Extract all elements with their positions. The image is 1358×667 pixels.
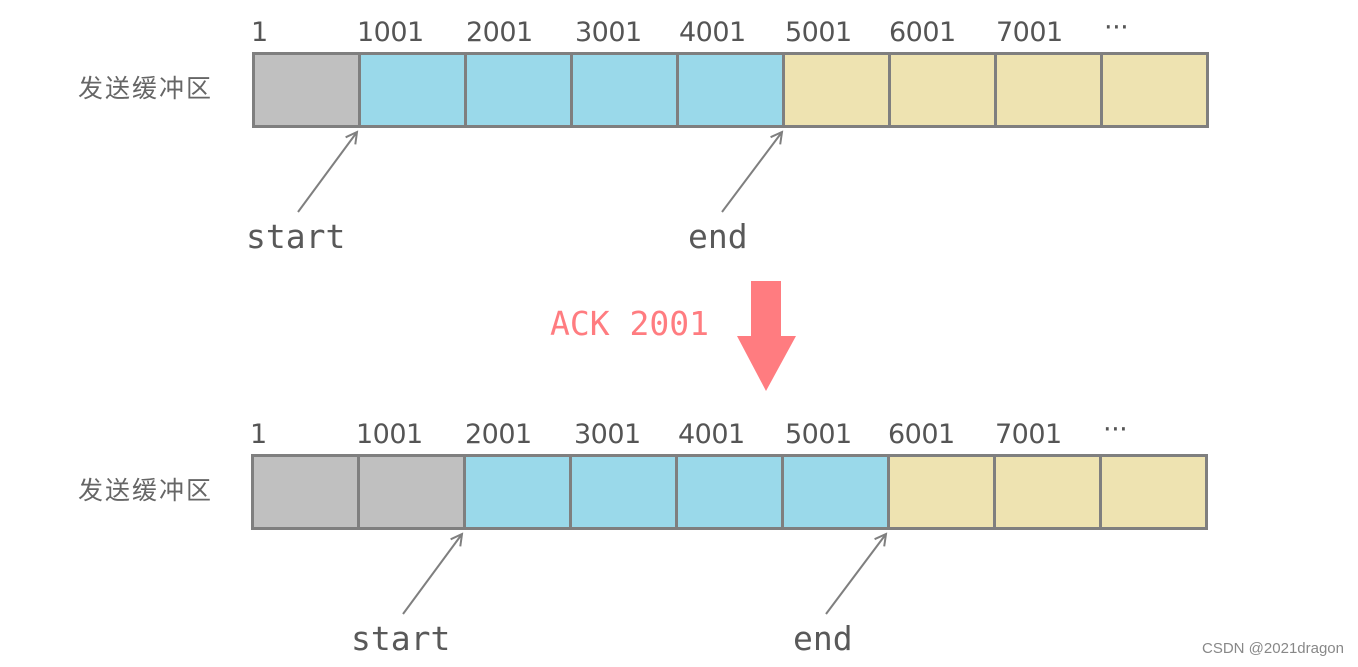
segment-label: 7001 <box>996 17 1063 48</box>
segment-label: 3001 <box>574 419 641 450</box>
segment-label: 1001 <box>356 419 423 450</box>
end-pointer-label: end <box>793 619 853 658</box>
segment-label: 1001 <box>357 17 424 48</box>
buffer-cell-window <box>467 55 573 125</box>
buffer-cell-sent <box>360 457 466 527</box>
buffer-cell-pending <box>890 457 996 527</box>
segment-label: 5001 <box>785 419 852 450</box>
buffer-cell-sent <box>255 55 361 125</box>
segment-label: 2001 <box>465 419 532 450</box>
segment-label: 5001 <box>785 17 852 48</box>
buffer-cell-pending <box>1102 457 1205 527</box>
start-pointer-label: start <box>351 619 451 658</box>
send-buffer <box>252 52 1209 128</box>
send-buffer-label: 发送缓冲区 <box>78 74 214 103</box>
buffer-cell-window <box>466 457 572 527</box>
segment-label: 3001 <box>575 17 642 48</box>
end-pointer-label: end <box>688 217 748 256</box>
buffer-cell-pending <box>891 55 997 125</box>
buffer-cell-pending <box>1103 55 1206 125</box>
buffer-cell-sent <box>254 457 360 527</box>
buffer-cell-pending <box>996 457 1102 527</box>
segment-label: 7001 <box>995 419 1062 450</box>
start-pointer-arrow <box>402 534 462 615</box>
start-pointer-arrow <box>297 132 357 213</box>
segment-label: 4001 <box>679 17 746 48</box>
buffer-cell-window <box>572 457 678 527</box>
ack-down-arrow <box>737 281 796 391</box>
buffer-cell-window <box>573 55 679 125</box>
end-pointer-arrow <box>825 534 886 615</box>
segment-label: 1 <box>251 17 268 48</box>
ellipsis-label: ··· <box>1103 414 1128 445</box>
buffer-cell-pending <box>785 55 891 125</box>
watermark: CSDN @2021dragon <box>1202 640 1344 657</box>
start-pointer-label: start <box>246 217 346 256</box>
send-buffer-label: 发送缓冲区 <box>78 476 214 505</box>
segment-label: 4001 <box>678 419 745 450</box>
segment-label: 6001 <box>889 17 956 48</box>
send-buffer <box>251 454 1208 530</box>
buffer-cell-window <box>679 55 785 125</box>
ack-label: ACK 2001 <box>550 304 709 343</box>
buffer-cell-pending <box>997 55 1103 125</box>
buffer-cell-window <box>361 55 467 125</box>
end-pointer-arrow <box>721 132 782 213</box>
ellipsis-label: ··· <box>1104 12 1129 43</box>
segment-label: 6001 <box>888 419 955 450</box>
buffer-cell-window <box>784 457 890 527</box>
segment-label: 1 <box>250 419 267 450</box>
buffer-cell-window <box>678 457 784 527</box>
segment-label: 2001 <box>466 17 533 48</box>
